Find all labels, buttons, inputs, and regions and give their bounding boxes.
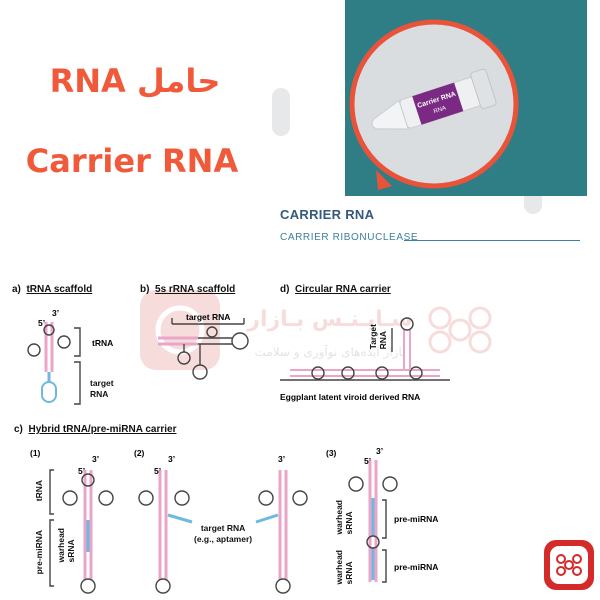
panel-c1-premirna: pre-miRNA (34, 530, 44, 575)
watermark-line2: بازار ایده‌های نوآوری و سلامت (255, 344, 406, 360)
title-persian: حامل RNA (49, 62, 221, 100)
panel-a-five: 5’ (38, 318, 45, 328)
decor-pill (272, 88, 290, 136)
panel-c2-three: 3’ (168, 454, 175, 464)
panel-c-sub2: (2) (134, 448, 145, 458)
panel-c1-three: 3’ (92, 454, 99, 464)
product-name: CARRIER RNA (280, 207, 375, 222)
panel-c1-five: 5’ (78, 466, 85, 476)
tube-label-small: RNA (433, 106, 447, 116)
panel-a-trna: tRNA (92, 338, 113, 348)
panel-d-caption: Eggplant latent viroid derived RNA (280, 392, 420, 402)
panel-b-label: b) 5s rRNA scaffold (140, 284, 236, 295)
product-subtitle: CARRIER RIBONUCLEASE (280, 232, 419, 243)
panel-c3-premirna-2: pre-miRNA (394, 562, 438, 572)
hexagon-network-logo-icon (544, 540, 594, 590)
panel-c2b-three: 3’ (278, 454, 285, 464)
panel-a-label: a) tRNA scaffold (12, 284, 93, 295)
panel-c3-three: 3’ (376, 446, 383, 456)
panel-c-sub3: (3) (326, 448, 337, 458)
panel-d-label: d) Circular RNA carrier (280, 284, 391, 295)
panel-b-target: target RNA (186, 312, 230, 322)
panel-c-label: c) Hybrid tRNA/pre-miRNA carrier (14, 424, 177, 435)
divider-line (404, 240, 580, 241)
panel-c1-trna: tRNA (34, 480, 44, 502)
panel-c2-target: target RNA(e.g., aptamer) (194, 523, 253, 544)
microcentrifuge-tube-icon: Carrier RNA RNA (371, 68, 497, 130)
panel-c2-five: 5’ (154, 466, 161, 476)
circle-pointer (376, 170, 392, 190)
panel-c3-five: 5’ (364, 456, 371, 466)
panel-a-three: 3’ (52, 308, 59, 318)
panel-c-sub1: (1) (30, 448, 41, 458)
title-english: Carrier RNA (25, 142, 239, 180)
panel-c3-premirna-1: pre-miRNA (394, 514, 438, 524)
watermark-line1: سـایـنـس بـازار (246, 307, 412, 332)
